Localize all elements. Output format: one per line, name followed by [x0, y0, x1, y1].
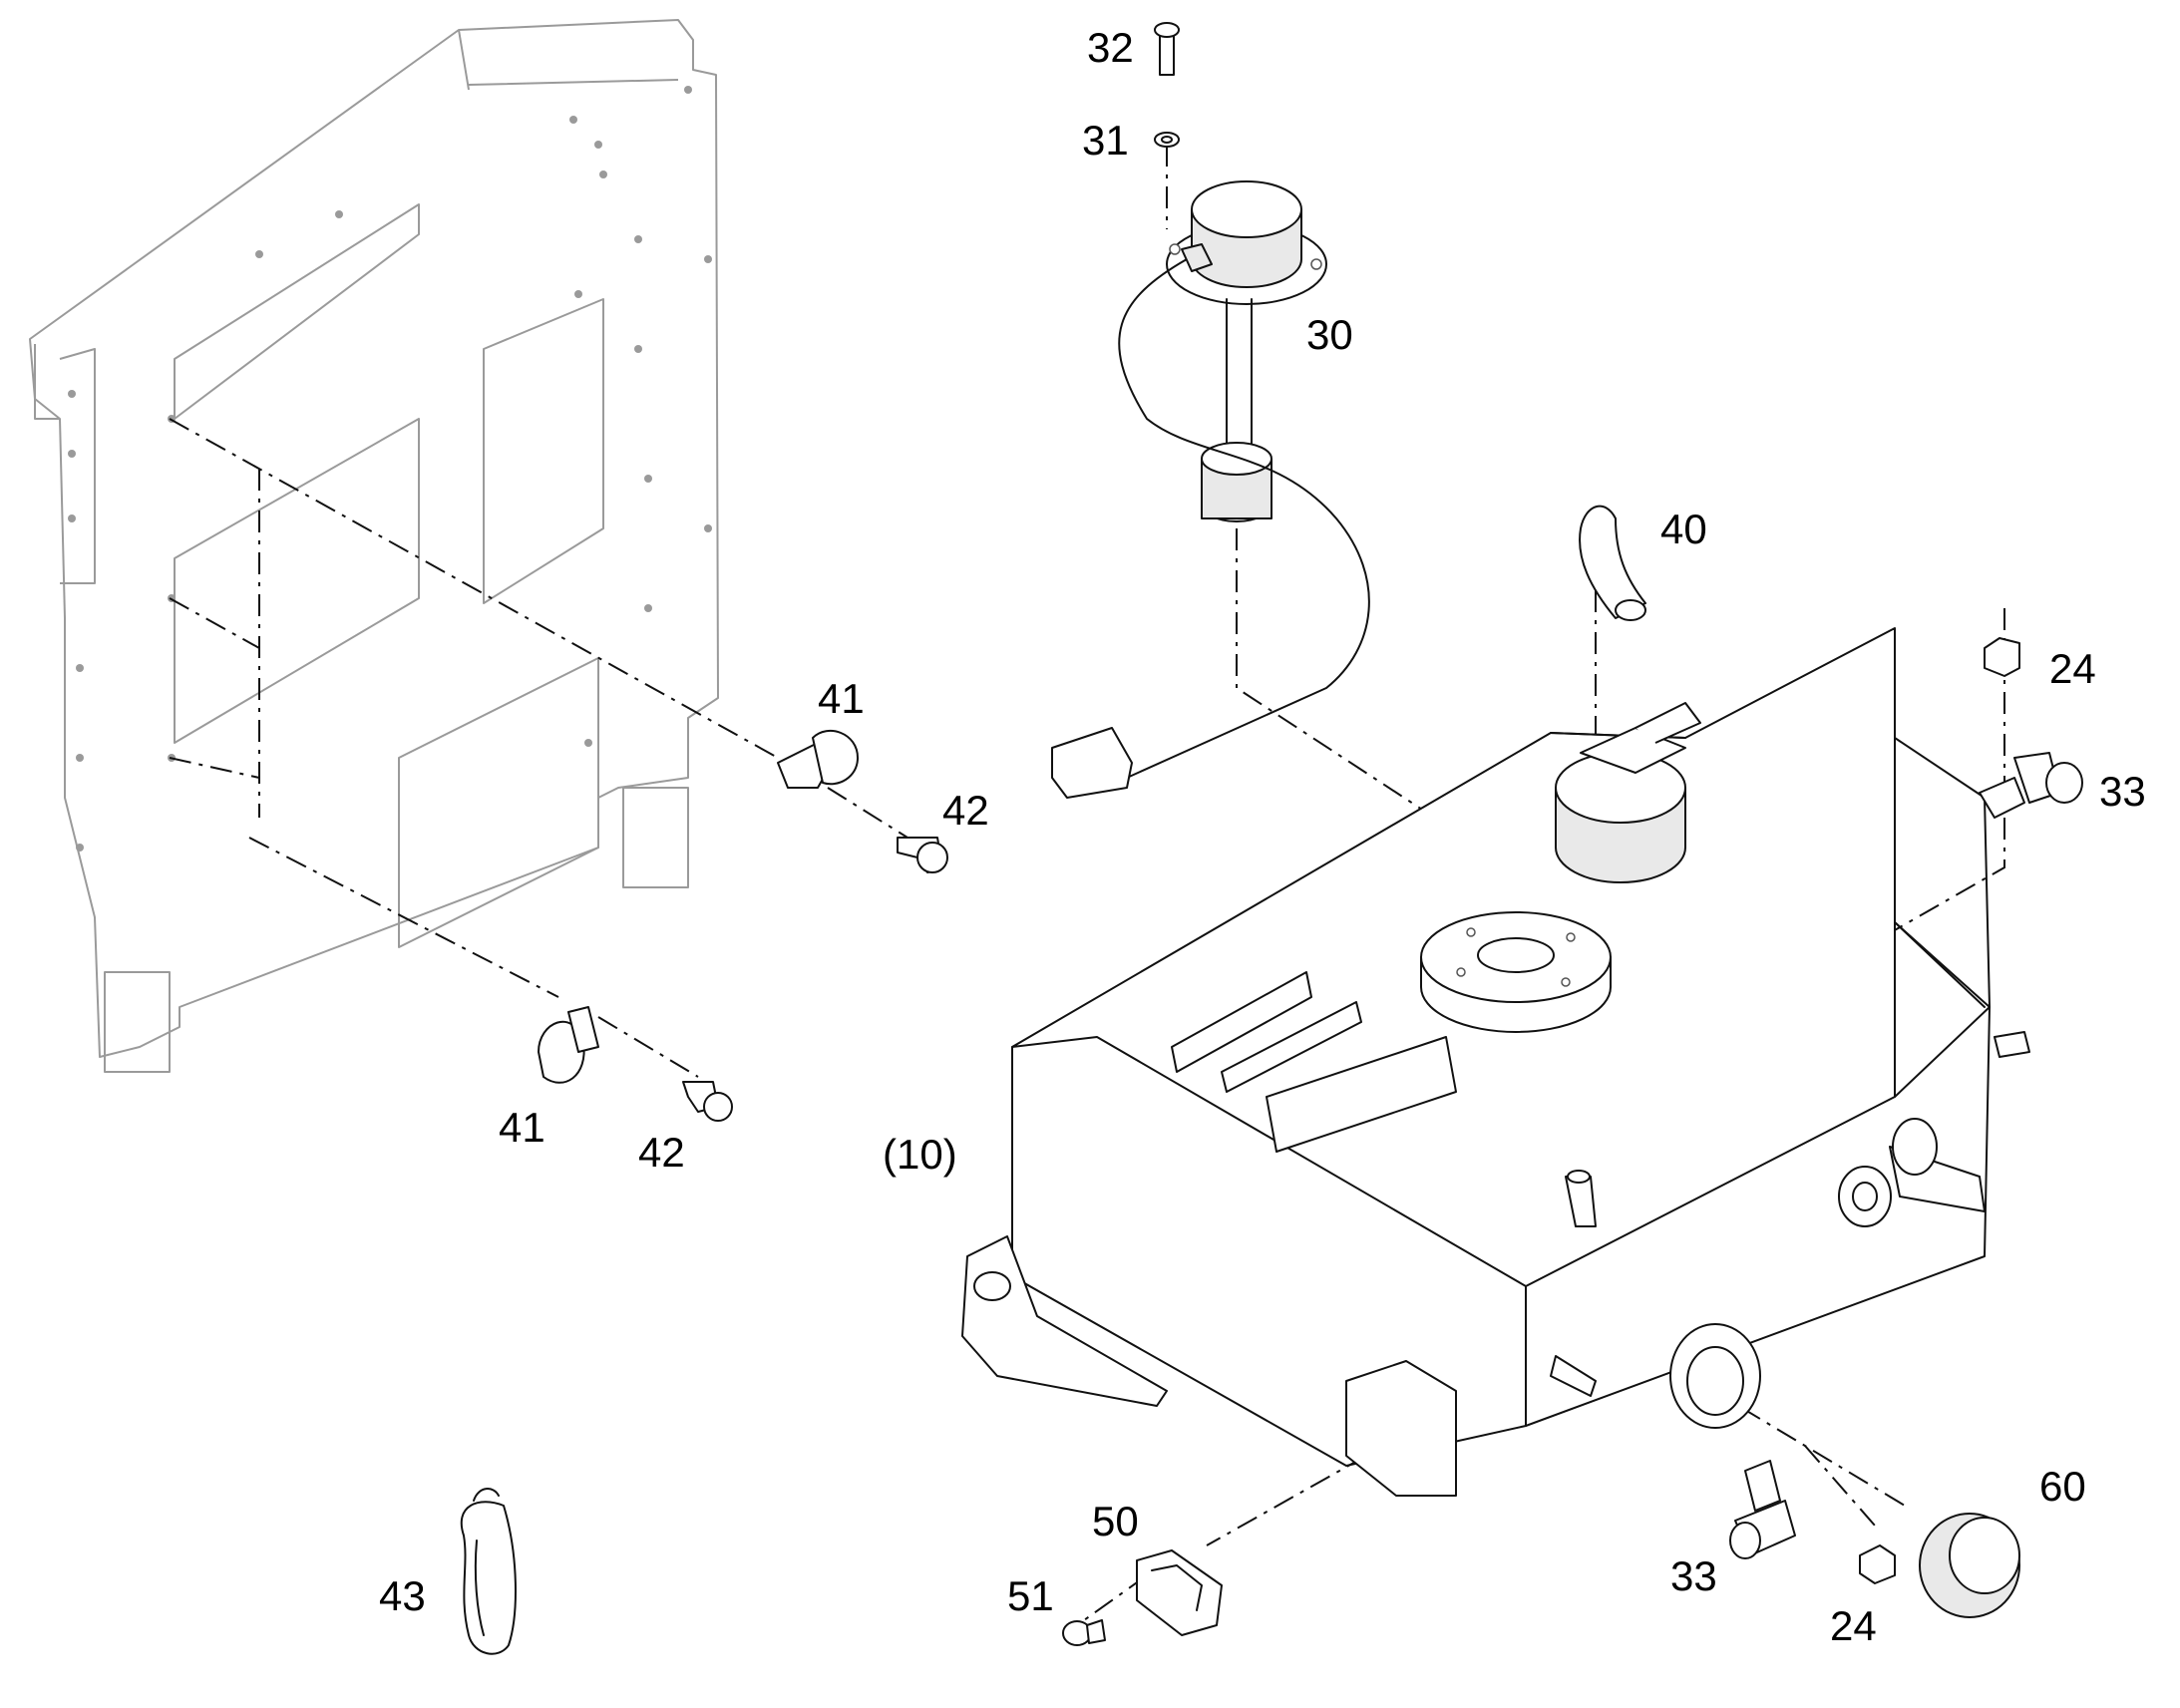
- fitting-33-right: [1979, 752, 2083, 819]
- callout-42-lower: 42: [638, 1129, 685, 1176]
- fitting-33-bottom: [1729, 1460, 1796, 1559]
- filler-cap: [1555, 702, 1701, 883]
- nut-24-bottom: [1859, 1544, 1896, 1584]
- callout-40: 40: [1660, 506, 1707, 552]
- callout-24-top: 24: [2049, 645, 2096, 692]
- clip-41-lower: [538, 1006, 599, 1084]
- callout-42-upper: 42: [942, 787, 989, 834]
- screw-51: [1062, 1619, 1106, 1646]
- clip-41-upper: [777, 729, 859, 789]
- callout-33-bottom: 33: [1670, 1552, 1717, 1599]
- callout-33-right: 33: [2099, 768, 2146, 815]
- washer-31: [1154, 132, 1180, 148]
- nut-24-top: [1984, 637, 2020, 677]
- callout-24-bottom: 24: [1830, 1602, 1877, 1649]
- callout-30: 30: [1306, 311, 1353, 358]
- screw-32: [1154, 22, 1180, 76]
- callout-32: 32: [1087, 24, 1134, 71]
- callout-50: 50: [1092, 1498, 1139, 1544]
- bracket-50: [1136, 1549, 1223, 1636]
- callout-43: 43: [379, 1572, 426, 1619]
- mounting-plate: [29, 19, 719, 1073]
- callout-31: 31: [1082, 117, 1129, 164]
- callout-60: 60: [2039, 1463, 2086, 1510]
- callout-41-upper: 41: [818, 675, 865, 722]
- plug-60: [1919, 1513, 2020, 1618]
- level-sender: [1051, 180, 1370, 799]
- callout-41-lower: 41: [499, 1104, 545, 1151]
- callout-51: 51: [1007, 1572, 1054, 1619]
- bolt-42-lower: [682, 1081, 733, 1122]
- bolt-42-upper: [897, 837, 948, 873]
- hose-40: [1579, 505, 1646, 621]
- strap-43: [460, 1488, 517, 1655]
- callout-10: (10): [883, 1131, 957, 1178]
